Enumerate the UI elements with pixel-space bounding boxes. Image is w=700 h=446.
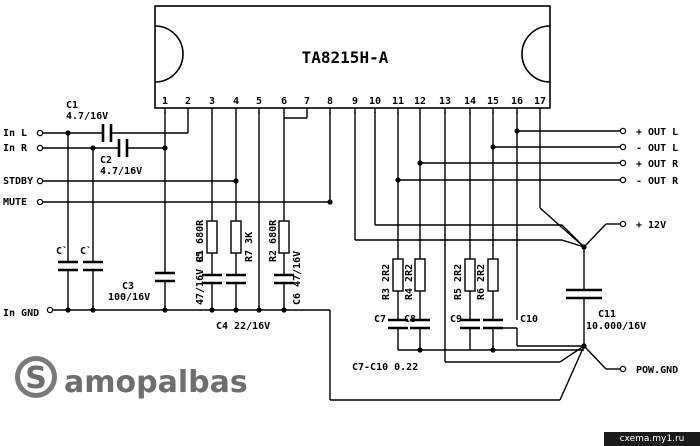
output-labels: + OUT L - OUT L + OUT R - OUT R + 12V PO… — [636, 127, 679, 376]
label-c4: C4 22/16V — [216, 321, 270, 332]
wiring — [40, 112, 620, 401]
resistors — [206, 220, 499, 292]
label-c8: C8 — [404, 314, 416, 325]
component-labels: C1 4.7/16V C2 4.7/16V C` C` C3 100/16V R… — [56, 100, 646, 373]
pin-number-13: 13 — [439, 96, 451, 107]
pin-number-5: 5 — [256, 96, 262, 107]
pin-number-15: 15 — [487, 96, 499, 107]
samopalbas-logo: S amopalbas — [15, 356, 248, 400]
pin-number-9: 9 — [352, 96, 358, 107]
pin-number-1: 1 — [162, 96, 168, 107]
label-c2: C2 — [100, 155, 112, 166]
logo-text: amopalbas — [64, 365, 248, 400]
label-pow-gnd: POW.GND — [636, 365, 678, 376]
label-c11-value: 10.000/16V — [586, 321, 646, 332]
label-c1: C1 — [66, 100, 78, 111]
capacitor-c-prime-2 — [83, 260, 103, 272]
capacitor-c2 — [117, 139, 129, 157]
label-out-l-plus: + OUT L — [636, 127, 678, 138]
ic-package: TA8215H-A — [154, 5, 551, 109]
label-r1: R1 680R — [195, 219, 206, 262]
pin-number-2: 2 — [185, 96, 191, 107]
pin-number-16: 16 — [511, 96, 523, 107]
resistor-r7 — [230, 220, 242, 254]
label-stdby: STDBY — [3, 176, 33, 187]
capacitor-c9 — [460, 318, 480, 330]
label-c1-value: 4.7/16V — [66, 111, 108, 122]
label-c11: C11 — [598, 309, 616, 320]
label-mute: MUTE — [3, 197, 27, 208]
capacitor-c6 — [274, 273, 294, 285]
label-out-r-plus: + OUT R — [636, 159, 679, 170]
label-c-prime-1: C` — [56, 245, 68, 257]
capacitor-c1 — [101, 124, 113, 142]
pin-number-14: 14 — [464, 96, 476, 107]
pin-number-17: 17 — [534, 96, 546, 107]
label-c9: C9 — [450, 314, 462, 325]
resistor-r6 — [487, 258, 499, 292]
label-c5: 47/16V C5 — [195, 251, 206, 305]
capacitor-c10 — [483, 318, 517, 330]
label-c6: C6 47/16V — [292, 251, 303, 305]
label-c2-value: 4.7/16V — [100, 166, 142, 177]
pin-number-6: 6 — [281, 96, 287, 107]
label-out-l-minus: - OUT L — [636, 143, 678, 154]
label-r4: R4 2R2 — [404, 264, 415, 300]
label-r6: R6 2R2 — [476, 264, 487, 300]
label-supply: + 12V — [636, 220, 666, 231]
capacitor-c7 — [388, 318, 408, 330]
pin-number-4: 4 — [233, 96, 239, 107]
label-out-r-minus: - OUT R — [636, 176, 679, 187]
label-c10: C10 — [520, 314, 538, 325]
ic-name: TA8215H-A — [302, 48, 389, 67]
junction-dots — [65, 128, 587, 353]
label-c-prime-2: C` — [80, 245, 92, 257]
capacitor-c5 — [202, 273, 222, 285]
pin-number-10: 10 — [369, 96, 381, 107]
label-c7-c10: C7-C10 0.22 — [352, 362, 418, 373]
pin-number-7: 7 — [304, 96, 310, 107]
resistor-r5 — [464, 258, 476, 292]
label-in-r: In R — [3, 143, 28, 154]
pin-number-11: 11 — [392, 96, 404, 107]
pin-number-8: 8 — [327, 96, 333, 107]
label-c3: C3 — [122, 281, 134, 292]
capacitor-c3 — [155, 271, 175, 283]
label-r3: R3 2R2 — [381, 264, 392, 300]
resistor-r3 — [392, 258, 404, 292]
label-r7: R7 3K — [244, 232, 255, 262]
label-in-gnd: In GND — [3, 308, 39, 319]
pin-number-12: 12 — [414, 96, 426, 107]
capacitor-c4 — [226, 273, 246, 285]
terminals — [36, 127, 627, 373]
resistor-r1 — [206, 220, 218, 254]
capacitor-c11 — [566, 288, 602, 300]
capacitor-c-prime-1 — [58, 260, 78, 272]
label-r5: R5 2R2 — [453, 264, 464, 300]
resistor-r4 — [414, 258, 426, 292]
logo-letter: S — [25, 361, 47, 396]
site-credit[interactable]: cxema.my1.ru — [604, 432, 700, 446]
label-c7: C7 — [374, 314, 386, 325]
resistor-r2 — [278, 220, 290, 254]
label-c3-value: 100/16V — [108, 292, 150, 303]
pin-number-3: 3 — [209, 96, 215, 107]
label-r2: R2 680R — [268, 219, 279, 262]
input-labels: In L In R STDBY MUTE In GND — [3, 128, 39, 319]
capacitor-c8 — [410, 318, 430, 330]
label-in-l: In L — [3, 128, 27, 139]
